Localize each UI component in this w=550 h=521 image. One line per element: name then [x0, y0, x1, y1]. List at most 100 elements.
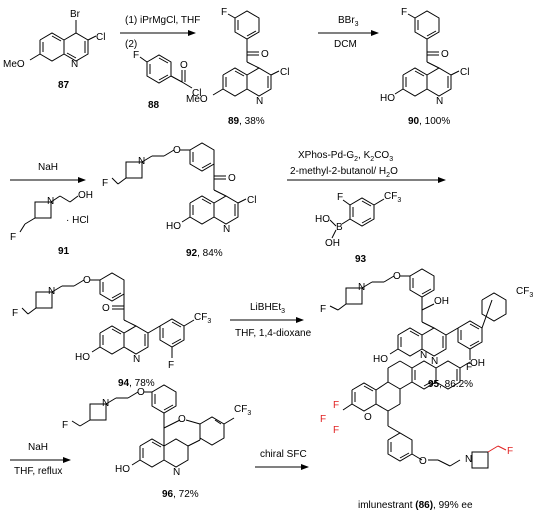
- trifluoromethyl-group: CF3: [516, 286, 533, 299]
- chlorine-atom: Cl: [280, 67, 289, 78]
- compound-95-label: 95, 86.2%: [428, 379, 473, 390]
- compound-90-label: 90, 100%: [408, 116, 450, 127]
- hcl-salt: · HCl: [66, 215, 89, 226]
- chlorine-atom: Cl: [460, 67, 469, 78]
- structure-93: [329, 197, 385, 239]
- reagent-step2-line2: DCM: [334, 39, 357, 50]
- reagent-step5-line2: THF, 1,4-dioxane: [235, 328, 312, 339]
- hydroxy-group: HO: [380, 93, 395, 104]
- structure-92: [111, 142, 247, 225]
- oxygen-atom: O: [441, 49, 449, 60]
- reagent-step7-line1: chiral SFC: [260, 449, 307, 460]
- compound-89-label: 89, 38%: [228, 116, 265, 127]
- compound-92-label: 92, 84%: [186, 248, 223, 259]
- structure-imlunestrant: [342, 360, 507, 469]
- structure-95: [329, 268, 507, 360]
- compound-87-label: 87: [58, 80, 70, 91]
- trifluoromethyl-group: CF3: [384, 191, 401, 204]
- compound-91-label: 91: [58, 246, 70, 257]
- fluorine-atom: F: [168, 360, 174, 371]
- trifluoromethyl-group: CF3: [194, 312, 211, 325]
- oxygen-atom: O: [419, 456, 427, 467]
- fluorine-atom: F: [401, 7, 407, 18]
- compound-86-label: imlunestrant (86), 99% ee: [358, 500, 473, 511]
- structure-90: [394, 10, 460, 97]
- hydroxy-group: HO: [373, 354, 388, 365]
- reagent-step5-line1: LiBHEt3: [250, 302, 285, 315]
- structure-96: [71, 384, 235, 468]
- hydroxy-group: HO: [315, 214, 330, 225]
- fluorine-atom: F: [333, 425, 339, 436]
- nitrogen-atom: N: [48, 286, 55, 297]
- structure-87: [29, 20, 97, 62]
- nitrogen-atom: N: [436, 96, 443, 107]
- nitrogen-atom: N: [47, 196, 54, 207]
- reagent-step2-line1: BBr3: [338, 15, 359, 28]
- hydroxy-group: OH: [78, 190, 93, 201]
- structure-88: [139, 54, 193, 89]
- compound-88-label: 88: [148, 100, 160, 111]
- fluorine-atom: F: [320, 304, 326, 315]
- fluorine-atom: F: [12, 308, 18, 319]
- fluorine-atom: F: [62, 420, 68, 431]
- fluorine-atom: F: [133, 50, 139, 61]
- oxygen-atom: O: [102, 303, 110, 314]
- hydroxy-group: OH: [434, 296, 449, 307]
- oxygen-atom: O: [173, 145, 181, 156]
- chlorine-atom: Cl: [192, 88, 201, 99]
- hydroxy-group: HO: [75, 352, 90, 363]
- hydroxy-group: OH: [325, 238, 340, 249]
- fluorine-atom: F: [10, 232, 16, 243]
- hydroxy-group: HO: [115, 464, 130, 475]
- oxygen-atom: O: [364, 412, 372, 423]
- structure-91: [19, 195, 79, 233]
- compound-96-label: 96, 72%: [162, 489, 199, 500]
- methoxy-group: MeO: [3, 59, 25, 70]
- reagent-step6-line2: THF, reflux: [14, 466, 62, 477]
- oxygen-atom: O: [137, 387, 145, 398]
- reagent-step1-line1: (1) iPrMgCl, THF: [125, 15, 200, 26]
- nitrogen-atom: N: [102, 398, 109, 409]
- oxygen-atom: O: [393, 271, 401, 282]
- fluorine-atom: F: [507, 446, 513, 457]
- structure-94: [21, 272, 195, 358]
- fluorine-atom: F: [221, 7, 227, 18]
- oxygen-atom: O: [180, 60, 188, 71]
- nitrogen-atom: N: [71, 59, 78, 70]
- compound-94-label: 94, 78%: [118, 378, 155, 389]
- nitrogen-atom: N: [133, 354, 140, 365]
- nitrogen-atom: N: [420, 350, 427, 361]
- oxygen-atom: O: [261, 49, 269, 60]
- fluorine-atom: F: [466, 362, 472, 373]
- oxygen-atom: O: [83, 275, 91, 286]
- structure-89: [212, 10, 280, 97]
- nitrogen-atom: N: [256, 96, 263, 107]
- reagent-step3-line1: NaH: [38, 162, 58, 173]
- boron-atom: B: [336, 222, 343, 233]
- chlorine-atom: Cl: [247, 195, 256, 206]
- nitrogen-atom: N: [465, 454, 472, 465]
- compound-93-label: 93: [355, 254, 367, 265]
- hydroxy-group: OH: [470, 358, 485, 369]
- fluorine-atom: F: [337, 192, 343, 203]
- hydroxy-group: HO: [166, 221, 181, 232]
- fluorine-atom: F: [333, 400, 339, 411]
- nitrogen-atom: N: [223, 224, 230, 235]
- reagent-step6-line1: NaH: [28, 442, 48, 453]
- oxygen-atom: O: [228, 173, 236, 184]
- fluorine-atom: F: [102, 178, 108, 189]
- nitrogen-atom: N: [358, 282, 365, 293]
- nitrogen-atom: N: [431, 356, 438, 367]
- chlorine-atom: Cl: [96, 32, 105, 43]
- reagent-step4-line2: 2-methyl-2-butanol/ H2O: [290, 166, 398, 179]
- nitrogen-atom: N: [173, 467, 180, 478]
- reagent-step1-line2: (2): [125, 39, 137, 50]
- methoxy-group: MeO: [186, 94, 208, 105]
- bromine-atom: Br: [70, 9, 81, 20]
- reagent-step4-line1: XPhos-Pd-G2, K2CO3: [298, 150, 393, 163]
- fluorine-atom: F: [320, 414, 326, 425]
- oxygen-atom: O: [178, 414, 186, 425]
- nitrogen-atom: N: [138, 156, 145, 167]
- trifluoromethyl-group: CF3: [234, 404, 251, 417]
